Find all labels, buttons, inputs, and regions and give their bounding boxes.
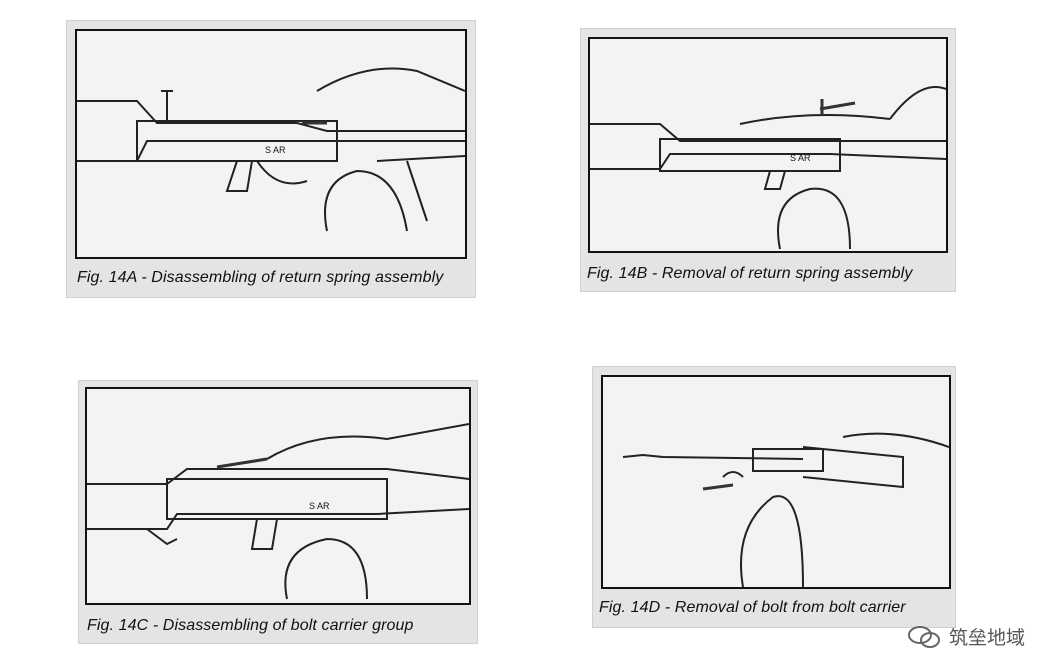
figure-14c-panel: S AR Fig. 14C - Disassembling of bolt ca…	[78, 380, 478, 644]
figure-14d-panel: Fig. 14D - Removal of bolt from bolt car…	[592, 366, 956, 628]
figure-14c-stamp: S AR	[309, 501, 330, 511]
figure-14b-illustration: S AR	[588, 37, 948, 253]
rifle-spring-removal-drawing: S AR	[590, 86, 946, 250]
figure-14a-caption: Fig. 14A - Disassembling of return sprin…	[77, 269, 444, 286]
bolt-carrier-group-drawing: S AR	[87, 423, 469, 600]
figure-14a-panel: S AR Fig. 14A - Disassembling of return …	[66, 20, 476, 298]
figure-14b-stamp: S AR	[790, 153, 811, 163]
figure-14b-panel: S AR Fig. 14B - Removal of return spring…	[580, 28, 956, 292]
figure-14c-illustration: S AR	[85, 387, 471, 605]
figure-14b-caption: Fig. 14B - Removal of return spring asse…	[587, 265, 913, 282]
figure-14a-illustration: S AR	[75, 29, 467, 259]
rifle-return-spring-drawing: S AR	[77, 67, 465, 232]
watermark: 筑垒地域	[907, 623, 1025, 650]
figure-14d-illustration	[601, 375, 951, 589]
bolt-removal-drawing	[622, 432, 949, 587]
figure-14d-caption: Fig. 14D - Removal of bolt from bolt car…	[599, 599, 906, 616]
wechat-icon	[907, 625, 940, 648]
figure-14a-stamp: S AR	[265, 145, 286, 155]
figure-14c-caption: Fig. 14C - Disassembling of bolt carrier…	[87, 617, 414, 634]
watermark-text: 筑垒地域	[948, 627, 1025, 649]
